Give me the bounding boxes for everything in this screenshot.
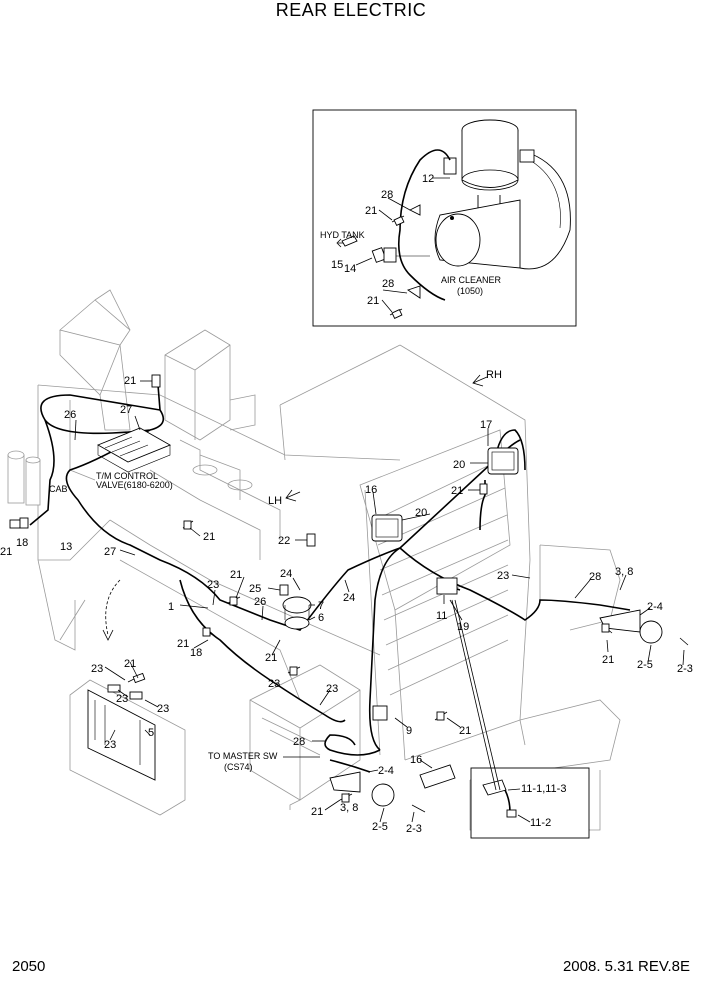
part-18: 18 <box>16 537 28 549</box>
part-21: 21 <box>177 638 189 650</box>
part-2-4: 2-4 <box>378 765 394 777</box>
part-28: 28 <box>293 736 305 748</box>
part-27: 27 <box>120 404 132 416</box>
part-21: 21 <box>124 658 136 670</box>
rear-lamp <box>436 577 458 595</box>
cab-label: CAB <box>49 484 68 494</box>
page-number: 2050 <box>12 958 46 975</box>
work-lamp-left <box>371 514 403 542</box>
left-filters <box>7 450 41 506</box>
part-9: 9 <box>406 725 412 737</box>
inset-frame <box>312 109 577 327</box>
lh-arrow <box>285 489 301 502</box>
part-11-1-11-3: 11-1,11-3 <box>521 783 566 795</box>
lh-label: LH <box>268 495 282 507</box>
part-12: 12 <box>422 173 434 185</box>
part-2-5: 2-5 <box>372 821 388 833</box>
horn <box>282 596 312 630</box>
part-26: 26 <box>254 596 266 608</box>
part-2-5: 2-5 <box>637 659 653 671</box>
part-11-2: 11-2 <box>530 817 551 829</box>
part-20: 20 <box>415 507 427 519</box>
tm-control-label-1: T/M CONTROL <box>96 471 158 481</box>
part-23: 23 <box>91 663 103 675</box>
part-21: 21 <box>0 546 12 558</box>
air-cleaner-illustration <box>434 119 571 270</box>
part-14: 14 <box>344 263 356 275</box>
lamp-detail-inset <box>470 767 590 839</box>
air-cleaner-ref: (1050) <box>457 286 483 296</box>
part-28: 28 <box>589 571 601 583</box>
part-21: 21 <box>451 485 463 497</box>
tm-control-label-2: VALVE(6180-6200) <box>96 480 173 490</box>
part-28: 28 <box>382 278 394 290</box>
rh-arrow <box>472 374 488 387</box>
part-21: 21 <box>365 205 377 217</box>
part-21: 21 <box>203 531 215 543</box>
part-13: 13 <box>60 541 72 553</box>
tm-control-valve <box>96 427 172 473</box>
rh-label: RH <box>486 369 502 381</box>
part-23: 23 <box>207 579 219 591</box>
part-21: 21 <box>230 569 242 581</box>
part-21: 21 <box>367 295 379 307</box>
part-19: 19 <box>457 621 469 633</box>
part-25: 25 <box>249 583 261 595</box>
part-27: 27 <box>104 546 116 558</box>
part-2-4: 2-4 <box>647 601 663 613</box>
part-3-8: 3, 8 <box>340 802 358 814</box>
page-title: REAR ELECTRIC <box>275 0 427 20</box>
bracket-detail <box>69 672 186 816</box>
to-master-sw-label: TO MASTER SW <box>208 751 278 761</box>
part-2-3: 2-3 <box>406 823 422 835</box>
part-23: 23 <box>497 570 509 582</box>
part-5: 5 <box>148 727 154 739</box>
part-23: 23 <box>157 703 169 715</box>
part-21: 21 <box>124 375 136 387</box>
part-23: 23 <box>268 678 280 690</box>
part-24: 24 <box>343 592 355 604</box>
to-master-sw-ref: (CS74) <box>224 762 253 772</box>
tail-lamp-left <box>329 771 395 807</box>
main-harness <box>29 384 631 773</box>
revision-date: 2008. 5.31 REV.8E <box>562 958 690 975</box>
leader-lines <box>74 177 685 823</box>
part-23: 23 <box>326 683 338 695</box>
part-6: 6 <box>318 612 324 624</box>
part-21: 21 <box>265 652 277 664</box>
air-cleaner-label: AIR CLEANER <box>441 275 502 285</box>
part-11: 11 <box>436 610 447 622</box>
part-17: 17 <box>480 419 492 431</box>
part-15: 15 <box>331 259 343 271</box>
work-lamp-right <box>487 447 519 475</box>
part-21: 21 <box>602 654 614 666</box>
part-24: 24 <box>280 568 292 580</box>
part-20: 20 <box>453 459 465 471</box>
part-21: 21 <box>311 806 323 818</box>
tail-lamp-right <box>599 609 663 644</box>
part-23: 23 <box>104 739 116 751</box>
part-16: 16 <box>365 484 377 496</box>
part-3-8: 3, 8 <box>615 566 633 578</box>
part-21: 21 <box>459 725 471 737</box>
part-1: 1 <box>168 601 174 613</box>
part-28: 28 <box>381 189 393 201</box>
part-26: 26 <box>64 409 76 421</box>
part-22: 22 <box>278 535 290 547</box>
part-2-3: 2-3 <box>677 663 693 675</box>
part-18: 18 <box>190 647 202 659</box>
hyd-tank-label: HYD TANK <box>320 230 365 240</box>
part-16: 16 <box>410 754 422 766</box>
part-23: 23 <box>116 693 128 705</box>
part-7: 7 <box>318 600 324 612</box>
